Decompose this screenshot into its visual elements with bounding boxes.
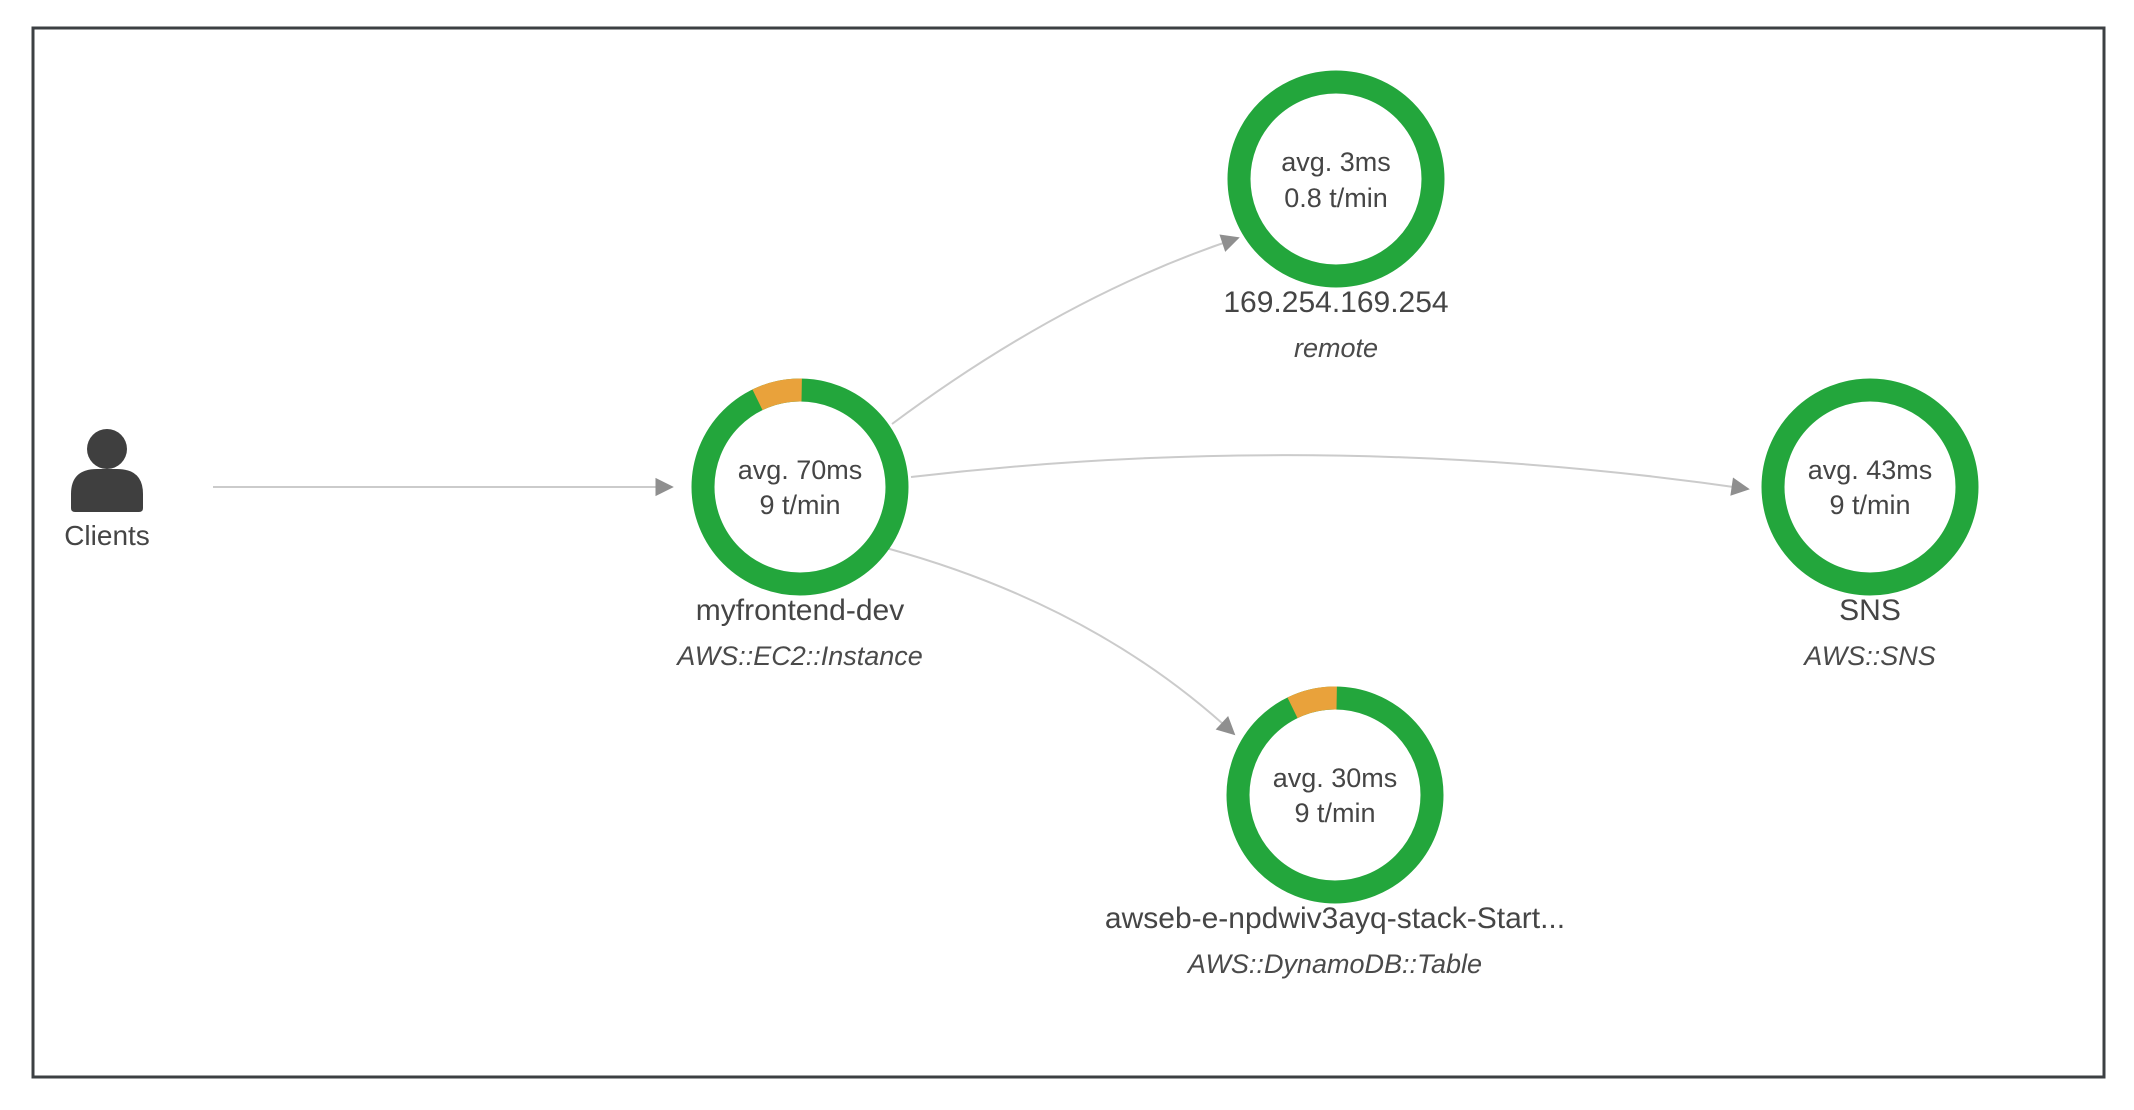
node-name: 169.254.169.254 [1223, 286, 1448, 319]
health-ring-warning [1287, 686, 1337, 719]
node-type: remote [1294, 333, 1378, 363]
health-ring-ok [691, 378, 909, 596]
node-avg-latency: avg. 3ms [1281, 147, 1391, 177]
clients-label: Clients [64, 520, 150, 551]
edge-myfrontend-to-remote[interactable] [891, 234, 1240, 425]
node-rate: 9 t/min [1829, 490, 1910, 520]
node-myfrontend-dev[interactable]: avg. 70ms 9 t/min myfrontend-dev AWS::EC… [675, 378, 923, 671]
frame-border [31, 26, 2106, 1079]
node-avg-latency: avg. 43ms [1808, 455, 1933, 485]
edges [213, 234, 1750, 736]
node-remote-169[interactable]: avg. 3ms 0.8 t/min 169.254.169.254 remot… [1223, 70, 1449, 363]
node-type: AWS::SNS [1802, 641, 1936, 671]
node-name: SNS [1839, 594, 1901, 627]
edge-myfrontend-to-sns[interactable] [910, 454, 1750, 496]
person-icon [71, 429, 143, 512]
edge-myfrontend-to-dynamodb[interactable] [885, 547, 1236, 736]
node-rate: 9 t/min [1294, 798, 1375, 828]
person-icon-head [87, 429, 127, 469]
node-avg-latency: avg. 70ms [738, 455, 863, 485]
node-name: awseb-e-npdwiv3ayq-stack-Start... [1105, 902, 1565, 935]
node-type: AWS::EC2::Instance [675, 641, 923, 671]
node-name: myfrontend-dev [696, 594, 904, 627]
node-avg-latency: avg. 30ms [1273, 763, 1398, 793]
person-icon-body [71, 469, 143, 512]
node-type: AWS::DynamoDB::Table [1186, 949, 1482, 979]
health-ring-ok [1226, 686, 1444, 904]
node-clients[interactable]: Clients [64, 429, 150, 551]
node-sns[interactable]: avg. 43ms 9 t/min SNS AWS::SNS [1761, 378, 1979, 671]
node-rate: 9 t/min [759, 490, 840, 520]
health-ring-ok [1227, 70, 1445, 288]
node-rate: 0.8 t/min [1284, 183, 1388, 213]
health-ring-ok [1761, 378, 1979, 596]
node-dynamodb-table[interactable]: avg. 30ms 9 t/min awseb-e-npdwiv3ayq-sta… [1105, 686, 1565, 979]
health-ring-warning [752, 378, 802, 411]
